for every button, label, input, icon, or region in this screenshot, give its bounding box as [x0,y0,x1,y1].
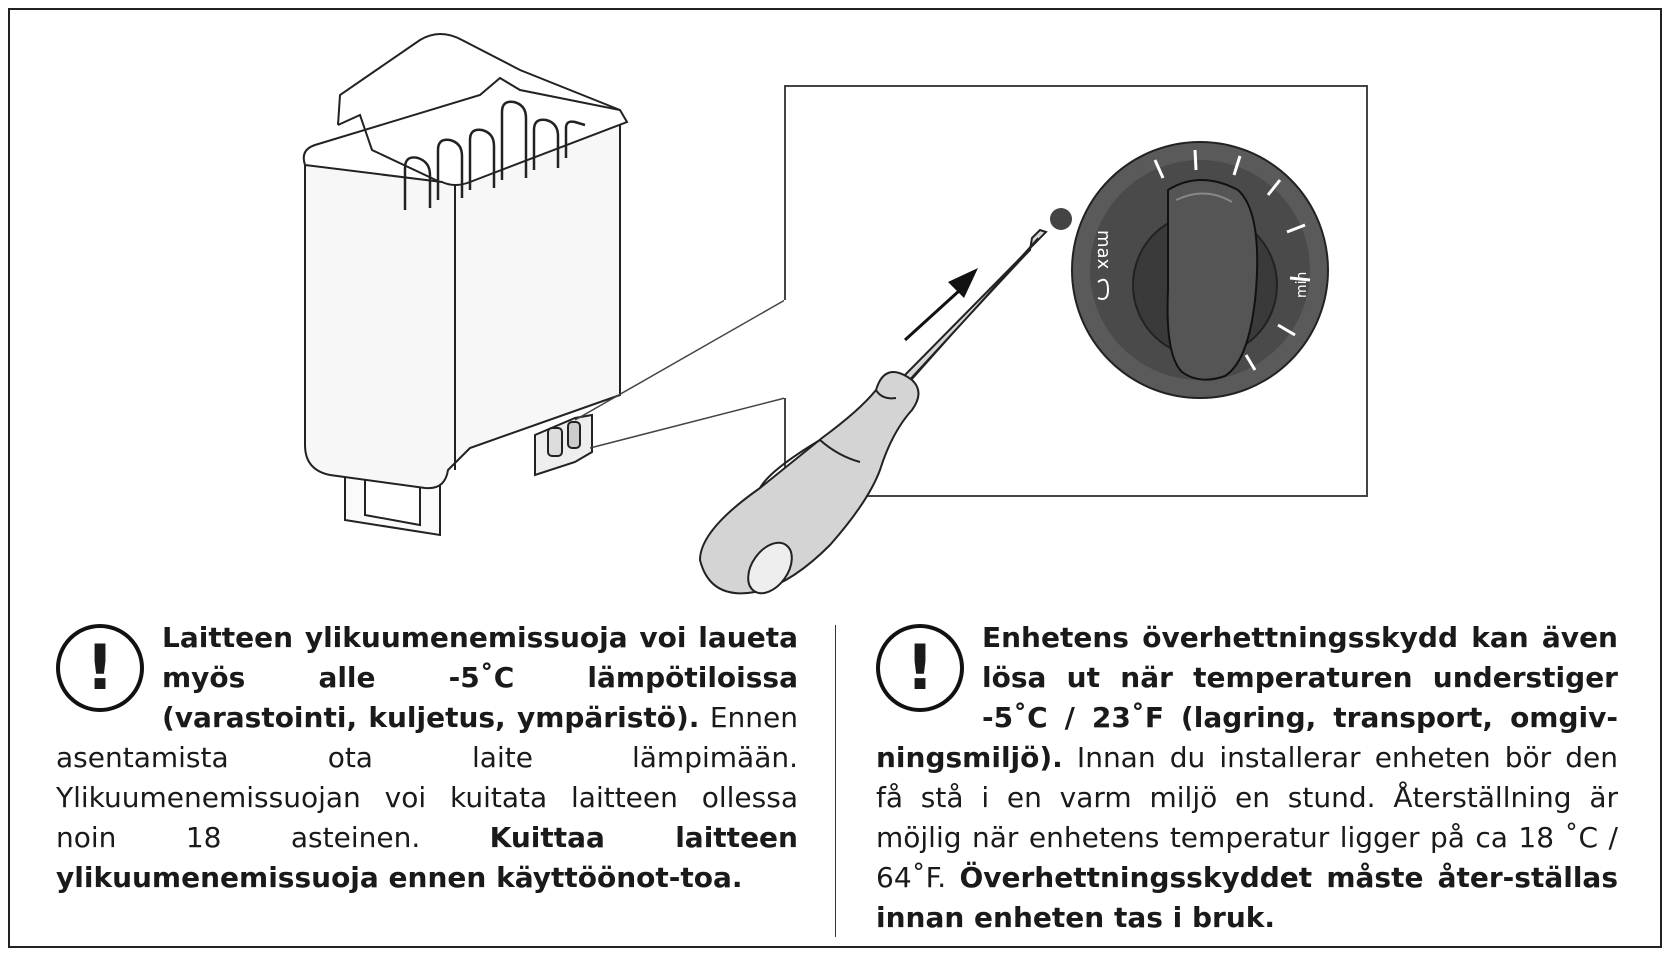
exclamation-circle-icon: ! [876,624,964,712]
reset-hole-icon [1050,208,1072,230]
min-label: min [1294,272,1310,298]
screwdriver-icon [698,228,1048,595]
swedish-body: Innan du installerar enheten bör den få … [876,741,1618,894]
swedish-bold-outro: Överhettningsskyddet måste åter-ställas … [876,861,1618,934]
swedish-bold-intro: Enhetens överhettningsskydd kan även lös… [876,621,1618,774]
column-divider [835,625,836,937]
sauna-heater-icon [302,33,629,537]
finnish-body: Ennen asentamista ota laite lämpimään. Y… [56,701,798,854]
exclamation-circle-icon: ! [56,624,144,712]
page-frame [8,8,1662,948]
arrow-up-right-icon [903,268,978,342]
zoom-lines [574,299,786,449]
max-label: max [1093,230,1114,270]
finnish-notice: ! Laitteen ylikuumenemissuoja voi laueta… [56,618,798,898]
finnish-bold-intro: Laitteen ylikuumenemissuoja voi laueta m… [162,621,798,734]
finnish-bold-outro: Kuittaa laitteen ylikuumenemissuoja enne… [56,821,798,894]
swedish-notice: ! Enhetens överhettningsskydd kan även l… [876,618,1618,938]
reset-illustration: max min [302,33,1368,595]
thermostat-knob-icon: max min [1071,141,1329,399]
